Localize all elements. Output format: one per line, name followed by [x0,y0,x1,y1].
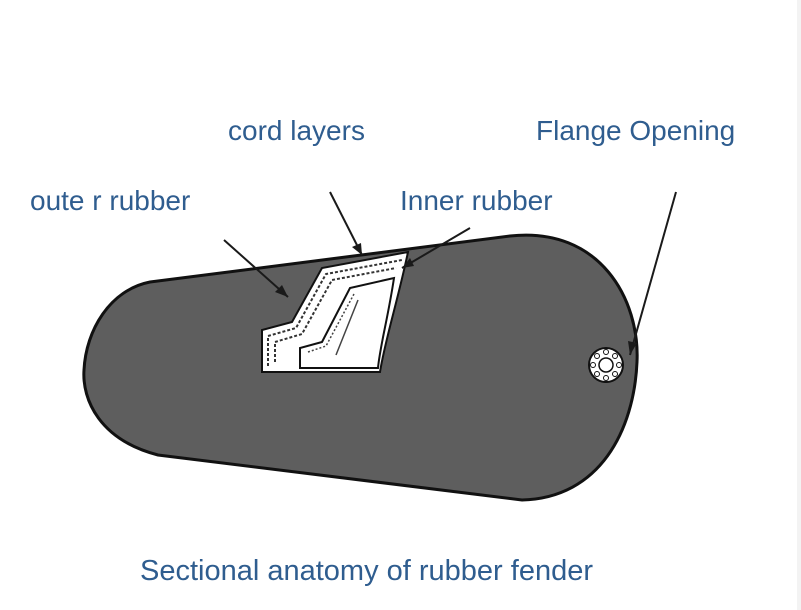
cutaway-section [261,250,410,373]
label-inner-rubber: Inner rubber [400,185,553,216]
leader-cord-layers [329,191,363,256]
leader-inner-rubber [401,227,471,269]
label-outer-rubber: oute r rubber [30,185,190,216]
right-edge-strip [797,0,801,610]
leader-lines [223,191,677,356]
diagram-caption: Sectional anatomy of rubber fender [140,555,593,587]
arrowhead-cord-layers [352,243,362,255]
label-flange-opening: Flange Opening [536,115,735,146]
leader-outer-rubber [223,239,289,298]
arrowhead-inner-rubber [402,258,414,268]
leader-flange-opening [629,191,677,356]
flange-opening [588,347,624,383]
label-cord-layers: cord layers [228,115,365,146]
arrowhead-outer-rubber [275,285,288,297]
arrowhead-flange-opening [628,341,637,355]
